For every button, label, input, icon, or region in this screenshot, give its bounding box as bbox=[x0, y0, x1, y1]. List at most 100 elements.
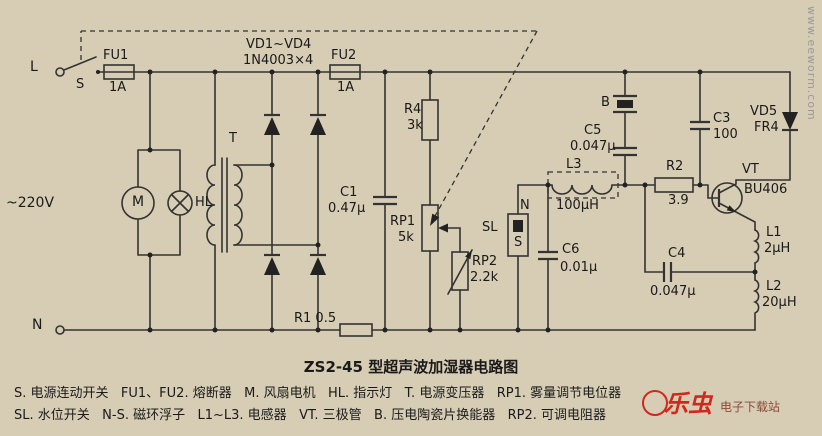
fuse-fu1 bbox=[103, 64, 135, 80]
c3-plates bbox=[690, 120, 710, 131]
rp1-label: RP1 bbox=[390, 214, 416, 229]
rp2-label: RP2 bbox=[472, 254, 498, 269]
b-plates bbox=[613, 94, 637, 114]
float-outline bbox=[507, 213, 529, 257]
fu1-label: FU1 bbox=[103, 48, 129, 63]
c1-value: 0.47μ bbox=[328, 201, 366, 216]
float-magnet bbox=[513, 220, 523, 232]
c1-label: C1 bbox=[340, 185, 358, 200]
watermark-sitename: 电子下载站 bbox=[720, 400, 781, 414]
resistor-r4 bbox=[421, 99, 439, 141]
diode-vd5 bbox=[782, 112, 798, 130]
diode-vd2 bbox=[310, 117, 326, 135]
watermark-url: www.eeworm.com bbox=[805, 6, 818, 121]
vt-emitter bbox=[718, 202, 756, 231]
l2-coil bbox=[753, 279, 760, 331]
rp2-trim-arrow bbox=[465, 250, 472, 260]
c5-label: C5 bbox=[584, 123, 602, 138]
motor-lamp-wires bbox=[137, 71, 181, 331]
l3-coil bbox=[551, 184, 613, 195]
vt-collector bbox=[718, 179, 737, 194]
vd5-partno: FR4 bbox=[754, 120, 779, 135]
terminal-l-label: L bbox=[30, 59, 38, 75]
rp1-wiper-wire bbox=[443, 227, 461, 253]
l2-value: 20μH bbox=[762, 295, 797, 310]
b-label: B bbox=[601, 95, 610, 110]
node-wire bbox=[517, 184, 720, 199]
r4-value: 3k bbox=[407, 118, 423, 133]
switch-s-label: S bbox=[76, 77, 85, 92]
terminal-l bbox=[55, 67, 65, 77]
c4-value: 0.047μ bbox=[650, 284, 696, 299]
diode-vd4 bbox=[310, 257, 326, 275]
fuse-fu2 bbox=[329, 64, 361, 80]
transformer-label: T bbox=[229, 131, 237, 146]
l1-coil bbox=[753, 229, 760, 264]
float-n-label: N bbox=[520, 198, 530, 213]
r1-label: R1 0.5 bbox=[294, 311, 337, 326]
l1-label: L1 bbox=[766, 225, 782, 240]
r4-label: R4 bbox=[404, 102, 422, 117]
fu2-label: FU2 bbox=[331, 48, 357, 63]
vt-emitter-arrow bbox=[726, 205, 736, 212]
c6-value: 0.01μ bbox=[560, 260, 598, 275]
terminal-n bbox=[55, 325, 65, 335]
r2-value: 3.9 bbox=[668, 193, 689, 208]
secondary-coil bbox=[233, 164, 243, 246]
mech-arrow bbox=[430, 213, 440, 226]
c4-label: C4 bbox=[668, 246, 686, 261]
c4-plates bbox=[662, 262, 673, 282]
terminal-n-label: N bbox=[32, 317, 43, 333]
watermark-seal-icon bbox=[642, 390, 668, 416]
l3-dashed-box bbox=[547, 171, 619, 199]
r2-label: R2 bbox=[666, 159, 684, 174]
c1-plates bbox=[373, 195, 397, 206]
primary-coil bbox=[206, 164, 216, 246]
secondary-leads bbox=[233, 164, 319, 246]
watermark-logo: 乐虫 bbox=[664, 390, 712, 418]
legend-line-1: S. 电源连动开关 FU1、FU2. 熔断器 M. 风扇电机 HL. 指示灯 T… bbox=[14, 386, 622, 401]
rp1-value: 5k bbox=[398, 230, 414, 245]
junction-dots bbox=[96, 69, 758, 333]
float-s-label: S bbox=[514, 235, 523, 250]
vd5-label: VD5 bbox=[750, 104, 778, 119]
c6-label: C6 bbox=[562, 242, 580, 257]
mains-voltage-label: ~220V bbox=[6, 195, 55, 211]
l1-value: 2μH bbox=[764, 241, 791, 256]
lamp-label: HL bbox=[195, 195, 213, 210]
rp1-wiper-arrow bbox=[438, 223, 448, 233]
switch-blade bbox=[63, 56, 97, 71]
resistor-r2 bbox=[654, 177, 694, 193]
b-body bbox=[617, 100, 633, 108]
resistor-r1 bbox=[339, 323, 373, 337]
diode-vd3 bbox=[264, 257, 280, 275]
lamp-x bbox=[170, 193, 190, 213]
pot-rp1 bbox=[421, 204, 439, 252]
rp2-value: 2.2k bbox=[470, 270, 499, 285]
diode-vd1 bbox=[264, 117, 280, 135]
lamp-symbol bbox=[167, 190, 193, 216]
vt-label: VT bbox=[742, 162, 759, 177]
fu2-rating: 1A bbox=[337, 80, 355, 95]
diagram-title: ZS2-45 型超声波加湿器电路图 bbox=[303, 358, 519, 376]
c5-value: 0.047μ bbox=[570, 139, 616, 154]
motor-symbol bbox=[121, 186, 155, 220]
c5-plates bbox=[613, 146, 637, 157]
sl-label: SL bbox=[482, 220, 498, 235]
motor-label: M bbox=[132, 194, 145, 210]
vt-partno: BU406 bbox=[744, 182, 788, 197]
c3-label: C3 bbox=[713, 111, 731, 126]
legend-line-2: SL. 水位开关 N-S. 磁环浮子 L1~L3. 电感器 VT. 三极管 B.… bbox=[14, 408, 607, 423]
l2-label: L2 bbox=[766, 279, 782, 294]
c6-plates bbox=[538, 250, 558, 261]
vt-circle bbox=[711, 182, 743, 214]
vd5-leads bbox=[735, 71, 791, 181]
l3-label: L3 bbox=[566, 157, 582, 172]
l3-value: 100μH bbox=[556, 198, 599, 213]
transformer-core bbox=[221, 157, 228, 253]
c3-value: 100 bbox=[713, 127, 738, 142]
bridge-partno: 1N4003×4 bbox=[243, 53, 314, 68]
c4-leads bbox=[644, 184, 756, 273]
